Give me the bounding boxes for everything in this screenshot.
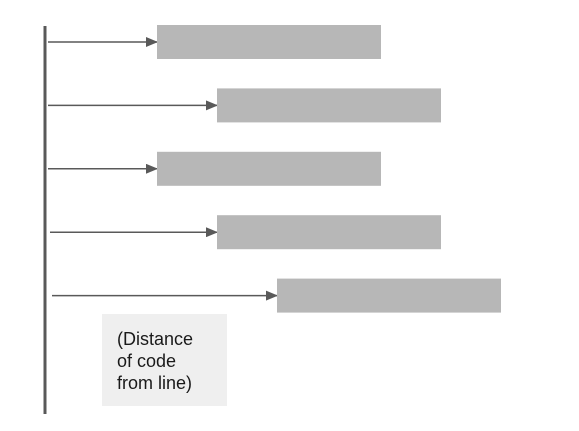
note-line-3: from line) [117, 373, 193, 393]
note-line-2: of code [117, 351, 177, 371]
distance-note-box: (Distance of code from line) [102, 314, 227, 406]
code-block-5 [277, 278, 501, 313]
code-block-2 [217, 88, 441, 123]
code-block-3 [157, 151, 381, 186]
code-block-4 [217, 215, 441, 250]
code-block-1 [157, 25, 381, 59]
note-line-1: (Distance [117, 329, 194, 349]
